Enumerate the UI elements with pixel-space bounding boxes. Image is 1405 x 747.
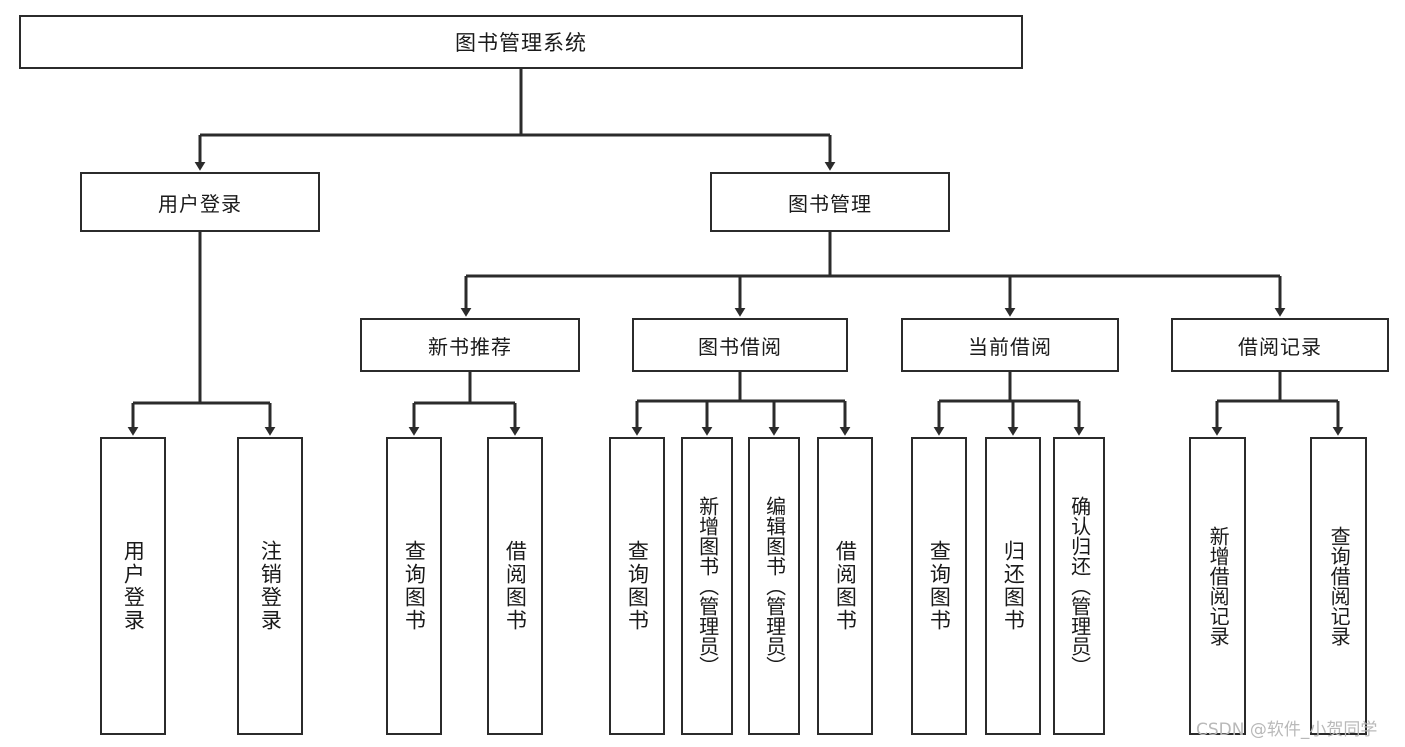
node-current-borrow[interactable]: 当前借阅 [901,318,1119,372]
node-leaf-query-book-borrow[interactable]: 查询图书 [609,437,665,735]
node-leaf-add-record-label: 新增借阅记录 [1206,526,1231,646]
node-current-borrow-label: 当前借阅 [968,334,1052,359]
node-leaf-query-record-label: 查询借阅记录 [1327,526,1352,646]
node-book-borrow[interactable]: 图书借阅 [632,318,848,372]
node-leaf-query-book-cur-label: 查询图书 [927,540,952,632]
node-leaf-add-book-label: 新增图书（管理员） [695,496,720,676]
node-borrow-record[interactable]: 借阅记录 [1171,318,1389,372]
node-leaf-borrow-book[interactable]: 借阅图书 [817,437,873,735]
node-book-manage[interactable]: 图书管理 [710,172,950,232]
node-new-book-rec-label: 新书推荐 [428,334,512,359]
node-new-book-rec[interactable]: 新书推荐 [360,318,580,372]
node-leaf-query-book-cur[interactable]: 查询图书 [911,437,967,735]
node-leaf-add-record[interactable]: 新增借阅记录 [1189,437,1246,735]
node-leaf-return-book-label: 归还图书 [1001,540,1026,632]
node-leaf-user-login-label: 用户登录 [121,540,146,632]
node-book-borrow-label: 图书借阅 [698,334,782,359]
node-root[interactable]: 图书管理系统 [19,15,1023,69]
node-borrow-record-label: 借阅记录 [1238,334,1322,359]
node-leaf-query-book-rec-label: 查询图书 [402,540,427,632]
node-leaf-query-record[interactable]: 查询借阅记录 [1310,437,1367,735]
node-leaf-borrow-book-label: 借阅图书 [833,540,858,632]
node-leaf-return-book[interactable]: 归还图书 [985,437,1041,735]
node-leaf-logout-label: 注销登录 [258,540,283,632]
csdn-watermark: CSDN @软件_小贺同学 [1196,720,1378,740]
node-leaf-borrow-book-rec-label: 借阅图书 [503,540,528,632]
node-leaf-logout[interactable]: 注销登录 [237,437,303,735]
node-leaf-query-book-borrow-label: 查询图书 [625,540,650,632]
node-book-manage-label: 图书管理 [788,191,872,216]
node-leaf-query-book-rec[interactable]: 查询图书 [386,437,442,735]
node-leaf-edit-book-label: 编辑图书（管理员） [762,496,787,676]
node-root-label: 图书管理系统 [455,31,587,55]
node-leaf-add-book[interactable]: 新增图书（管理员） [681,437,733,735]
node-leaf-user-login[interactable]: 用户登录 [100,437,166,735]
node-leaf-confirm-return-label: 确认归还（管理员） [1067,496,1092,676]
node-user-login[interactable]: 用户登录 [80,172,320,232]
node-leaf-borrow-book-rec[interactable]: 借阅图书 [487,437,543,735]
node-user-login-label: 用户登录 [158,191,242,216]
node-leaf-edit-book[interactable]: 编辑图书（管理员） [748,437,800,735]
node-leaf-confirm-return[interactable]: 确认归还（管理员） [1053,437,1105,735]
